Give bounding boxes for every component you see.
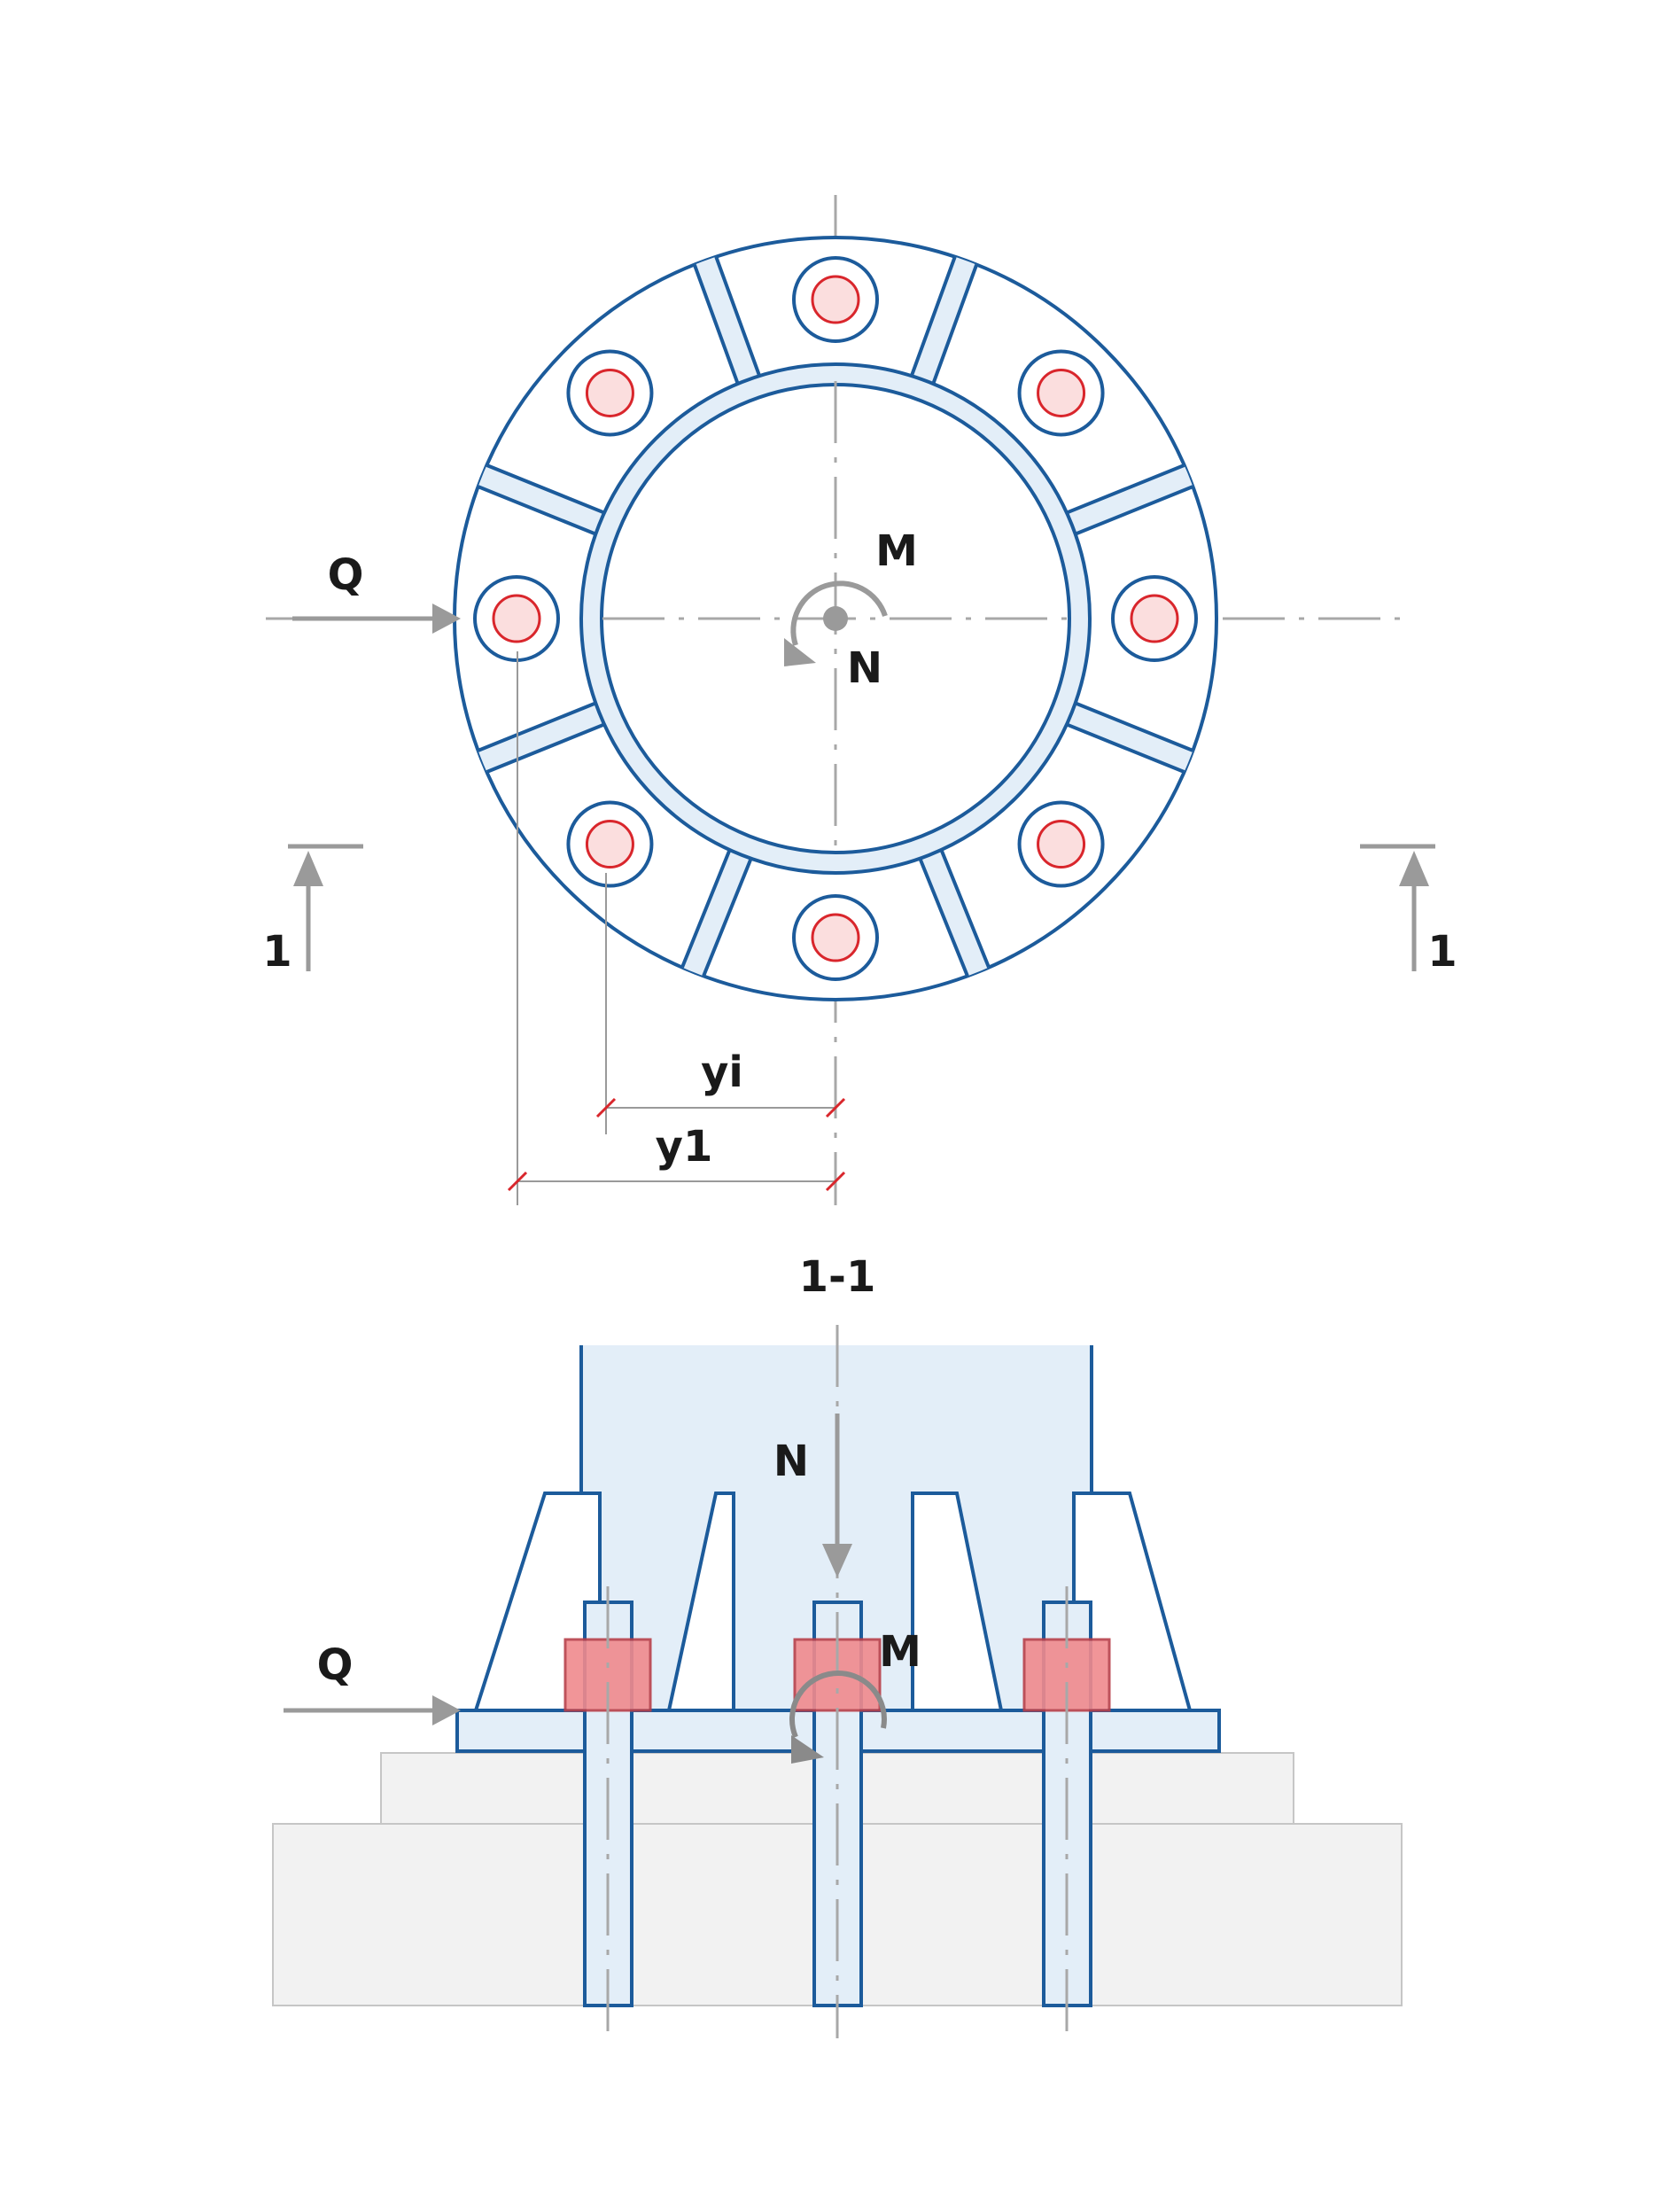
dim-label-yi: yi	[701, 1048, 743, 1097]
anchor-bolt	[1111, 575, 1198, 662]
moment-arc-icon	[789, 1671, 887, 1739]
bolt-shank	[811, 913, 860, 962]
bolt-shank	[1037, 820, 1086, 869]
section-marker-right: 1	[1360, 844, 1457, 977]
section-marker-left: 1	[262, 844, 363, 977]
anchor-bolt	[1017, 800, 1105, 888]
plan-view: yi y1 Q M N 1 1	[262, 195, 1457, 1205]
axial-force-label: N	[847, 643, 882, 693]
anchor-bolt	[566, 349, 654, 437]
bolt-shank	[492, 594, 541, 643]
dim-tick	[507, 1171, 528, 1192]
anchor-bolt	[566, 800, 654, 888]
moment-label: M	[875, 526, 918, 576]
arrowhead-icon	[432, 604, 461, 634]
bolt-shank	[585, 368, 634, 417]
svg-text:1: 1	[262, 927, 291, 977]
anchor-bolt	[792, 256, 879, 343]
anchor-bolt	[473, 575, 560, 662]
arrowhead-icon	[1399, 851, 1429, 886]
axial-force-point-icon	[823, 606, 848, 631]
bolt-shank	[1130, 594, 1179, 643]
section-view: 1-1	[272, 1252, 1403, 2038]
arrowhead-icon	[432, 1695, 461, 1725]
arrowhead-icon	[293, 851, 323, 886]
anchor-bolt	[792, 894, 879, 981]
anchor-bolt	[1017, 349, 1105, 437]
section-title: 1-1	[799, 1252, 876, 1302]
arrowhead-icon	[784, 638, 816, 666]
bolt-shank	[811, 275, 860, 324]
shear-force-label: Q	[317, 1640, 354, 1690]
anchor-bolts	[473, 256, 1198, 981]
arrowhead-icon	[791, 1735, 824, 1764]
dim-label-y1: y1	[656, 1122, 713, 1172]
shear-force-label: Q	[328, 550, 364, 600]
svg-text:1: 1	[1427, 927, 1457, 977]
arrowhead-icon	[822, 1544, 852, 1577]
dim-tick	[825, 1097, 846, 1118]
dim-tick	[825, 1171, 846, 1192]
bolt-shank	[1037, 368, 1086, 417]
axial-force-label: N	[773, 1437, 809, 1486]
moment-arc-icon	[790, 580, 888, 646]
dim-tick	[595, 1097, 617, 1118]
bolt-shank	[585, 820, 634, 869]
moment-label: M	[879, 1627, 921, 1677]
